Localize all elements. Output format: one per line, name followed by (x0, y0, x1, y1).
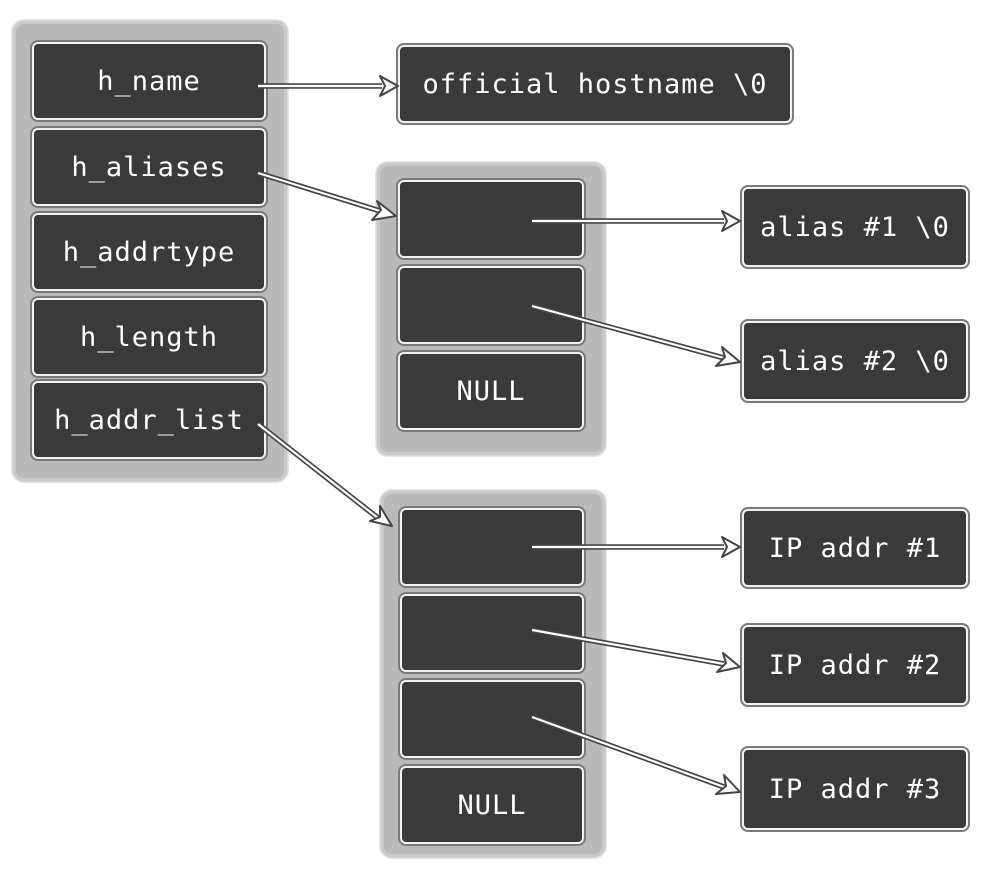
addr-list-null: NULL (398, 764, 586, 846)
field-h-name: h_name (30, 40, 268, 122)
aliases-pointer-1 (396, 178, 586, 260)
alias-2-box: alias #2 \0 (740, 319, 970, 403)
ip-addr-3-box: IP addr #3 (740, 746, 970, 832)
aliases-null: NULL (396, 350, 586, 432)
field-h-addrtype: h_addrtype (30, 211, 268, 293)
aliases-pointer-2 (396, 264, 586, 346)
addr-pointer-2 (398, 592, 586, 674)
field-h-length: h_length (30, 296, 268, 378)
addr-pointer-3 (398, 678, 586, 760)
official-hostname-box: official hostname \0 (396, 43, 794, 125)
field-h-addr-list: h_addr_list (30, 379, 268, 461)
addr-pointer-1 (398, 506, 586, 588)
field-h-aliases: h_aliases (30, 126, 268, 208)
ip-addr-2-box: IP addr #2 (740, 623, 970, 707)
alias-1-box: alias #1 \0 (740, 185, 970, 269)
ip-addr-1-box: IP addr #1 (740, 507, 970, 589)
